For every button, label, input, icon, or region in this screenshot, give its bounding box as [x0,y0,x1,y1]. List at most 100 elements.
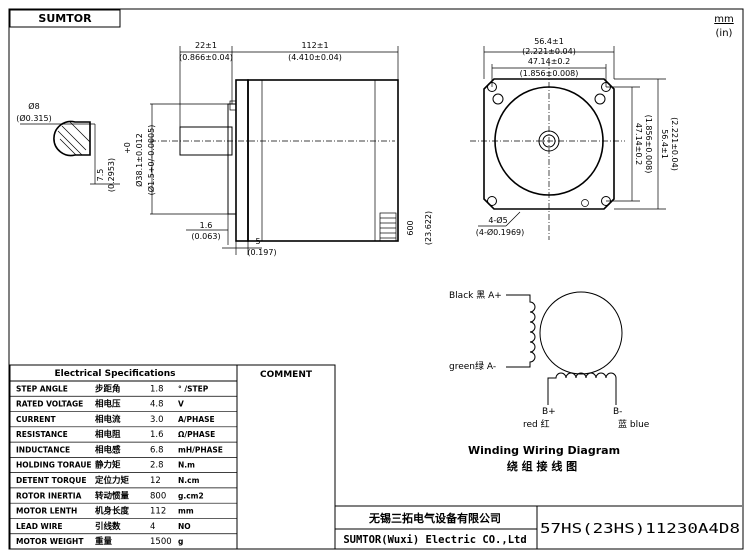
spec-unit: mH/PHASE [178,445,223,454]
spec-value: 4.8 [150,400,164,410]
wiring-title: Winding Wiring Diagram [468,444,620,457]
coil-a [506,294,536,368]
spec-value: 1.6 [150,430,164,440]
spec-value: 3.0 [150,415,164,425]
dim-pilot-diameter-in: (Ø1.5+0/-0.0005) [146,125,156,196]
wire-b-plus-color: red 红 [523,418,550,430]
dim-holes: 4-Ø5 [488,215,507,225]
brand-box: SUMTOR [9,9,121,28]
spec-table-header: Electrical Specifications [55,369,176,379]
spec-value: 6.8 [150,445,164,455]
spec-unit: N.m [178,461,195,470]
wiring-title-cn: 绕 组 接 线 图 [507,459,577,473]
dim-flat-depth: 7.5 [96,169,105,182]
dim-lead-length-in: (23.622) [424,211,433,245]
shaft-circle [538,130,560,152]
dim-shaft-diameter: Ø8 [28,101,39,111]
front-view: 56.4±1 (2.221±0.04) 47.14±0.2 (1.856±0.0… [470,37,679,240]
coil-b [547,372,617,405]
flange [235,79,249,242]
dim-shaft-diameter-in: (Ø0.315) [16,113,51,123]
dim-hole-pitch-in: (1.856±0.008) [520,69,579,78]
dim-hole-pitch: 47.14±0.2 [528,57,570,66]
spec-label-cn: 相电流 [95,414,121,425]
spec-unit: g [178,537,183,546]
spec-label-en: LEAD WIRE [16,522,63,531]
spec-label-cn: 步距角 [95,383,121,394]
dim-body-length-in: (4.410±0.04) [288,53,342,62]
spec-unit: V [178,400,184,409]
dim-flange: 5 [255,237,260,246]
spec-value: 800 [150,491,166,501]
dim-pilot-height-in: (0.063) [191,232,220,241]
spec-label-cn: 转动惯量 [95,490,130,501]
dim-vertical-size: 56.4±1 [660,129,669,159]
wire-a-minus: green绿 A- [449,360,496,372]
title-block: 无锡三拓电气设备有限公司 SUMTOR(Wuxi) Electric CO.,L… [335,505,742,549]
spec-label-en: DETENT TORQUE [16,476,86,485]
spec-label-en: ROTOR INERTIA [16,491,82,500]
dim-flat-depth-in: (0.2953) [107,158,116,192]
dim-flange-in: (0.197) [247,248,276,257]
spec-value: 112 [150,507,166,517]
spec-unit: N.cm [178,476,200,485]
spec-table: Electrical Specifications COMMENT STEP A… [9,364,336,550]
sheet-border [8,8,744,550]
spec-value: 1500 [150,537,172,547]
dim-lead-length: 600 [406,220,415,235]
spec-label-en: CURRENT [16,415,57,424]
wire-b-minus: B- [613,407,622,417]
dim-vertical-pitch-in: (1.856±0.008) [644,115,653,174]
spec-unit: mm [178,507,194,516]
dim-vertical-size-in: (2.221±0.04) [670,117,679,171]
wire-a-plus: Black 黑 A+ [449,290,502,301]
spec-label-cn: 相电感 [95,444,121,455]
side-view: 22±1 (0.866±0.04) 112±1 (4.410±0.04) +0 … [123,41,433,257]
dim-pilot-diameter: Ø38.1±0.012 [134,133,144,187]
spec-label-en: MOTOR LENTH [16,507,77,516]
spec-unit: ° /STEP [178,384,209,393]
spec-unit: NO [178,522,191,531]
dim-shaft-length: 22±1 [195,41,217,50]
spec-label-cn: 引线数 [95,521,121,532]
spec-label-en: RATED VOLTAGE [16,400,83,409]
spec-value: 2.8 [150,461,164,471]
dim-vertical-pitch: 47.14±0.2 [634,123,643,165]
shaft-section: Ø8 (Ø0.315) 7.5 (0.2953) [16,101,120,192]
dim-pilot-height: 1.6 [200,221,213,230]
spec-unit: Ω/PHASE [178,430,215,439]
spec-unit: g.cm2 [178,491,204,500]
spec-value: 4 [150,522,155,532]
wire-b-minus-color: 蓝 blue [618,418,650,430]
unit-secondary: (in) [716,28,733,39]
spec-value: 12 [150,476,161,486]
unit-primary: mm [714,14,733,25]
shaft-d-section [53,120,91,157]
spec-label-en: RESISTANCE [16,430,68,439]
spec-label-en: STEP ANGLE [16,384,68,393]
spec-unit: A/PHASE [178,415,215,424]
dim-shaft-length-in: (0.866±0.04) [179,53,233,62]
company-name-cn: 无锡三拓电气设备有限公司 [368,511,501,525]
brand-label: SUMTOR [38,12,92,25]
shaft [179,126,233,156]
spec-label-cn: 静力矩 [95,460,121,471]
dim-holes-in: (4-Ø0.1969) [476,227,525,237]
rotor-symbol [539,291,623,375]
lead-wire-bundle [379,212,397,242]
comment-header: COMMENT [260,370,313,380]
spec-label-en: MOTOR WEIGHT [16,537,84,546]
pilot-boss [227,103,237,215]
spec-label-cn: 相电阻 [95,429,121,440]
dim-face-size: 56.4±1 [534,37,564,46]
pilot-circle [494,86,604,196]
spec-label-cn: 机身长度 [95,506,130,517]
dim-body-length: 112±1 [301,41,328,50]
spec-label-cn: 定位力矩 [94,475,130,486]
spec-label-en: INDUCTANCE [16,445,70,454]
mount-hole-bl [487,196,497,206]
dim-face-size-in: (2.221±0.04) [522,47,576,56]
spec-value: 1.8 [150,384,164,394]
spec-label-en: HOLDING TORAUE [16,461,92,470]
